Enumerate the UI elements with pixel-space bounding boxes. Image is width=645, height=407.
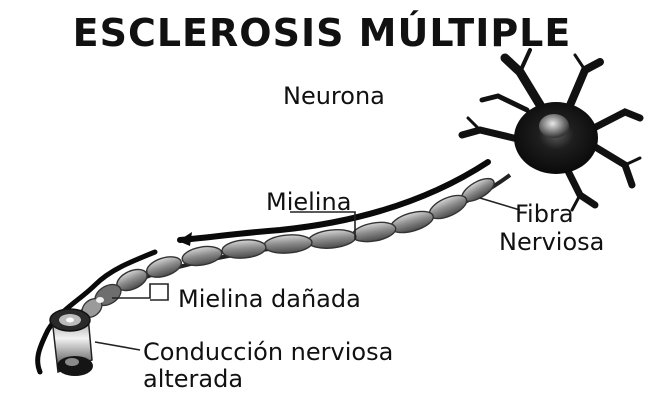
- myelin-segment: [221, 238, 266, 260]
- myelin-segment: [181, 244, 224, 269]
- leader-conduction: [95, 342, 140, 350]
- diagram-title: ESCLEROSIS MÚLTIPLE: [73, 11, 572, 55]
- label-conduction-line1: Conducción nerviosa: [143, 338, 393, 366]
- label-myelin: Mielina: [266, 188, 351, 216]
- myelin-segment: [307, 228, 357, 251]
- leader-fiber: [480, 198, 520, 210]
- neuron-nucleus: [539, 114, 569, 138]
- label-fiber-line1: Fibra: [515, 200, 574, 228]
- label-conduction-line2: alterada: [143, 365, 243, 393]
- myelin-segment: [388, 207, 435, 236]
- label-fiber-line2: Nerviosa: [499, 228, 604, 256]
- label-neuron: Neurona: [283, 82, 385, 110]
- myelin-segment: [263, 233, 312, 254]
- label-damaged-myelin: Mielina dañada: [178, 285, 361, 313]
- nerve-cross-section: [50, 309, 93, 376]
- myelin-segment: [351, 219, 397, 244]
